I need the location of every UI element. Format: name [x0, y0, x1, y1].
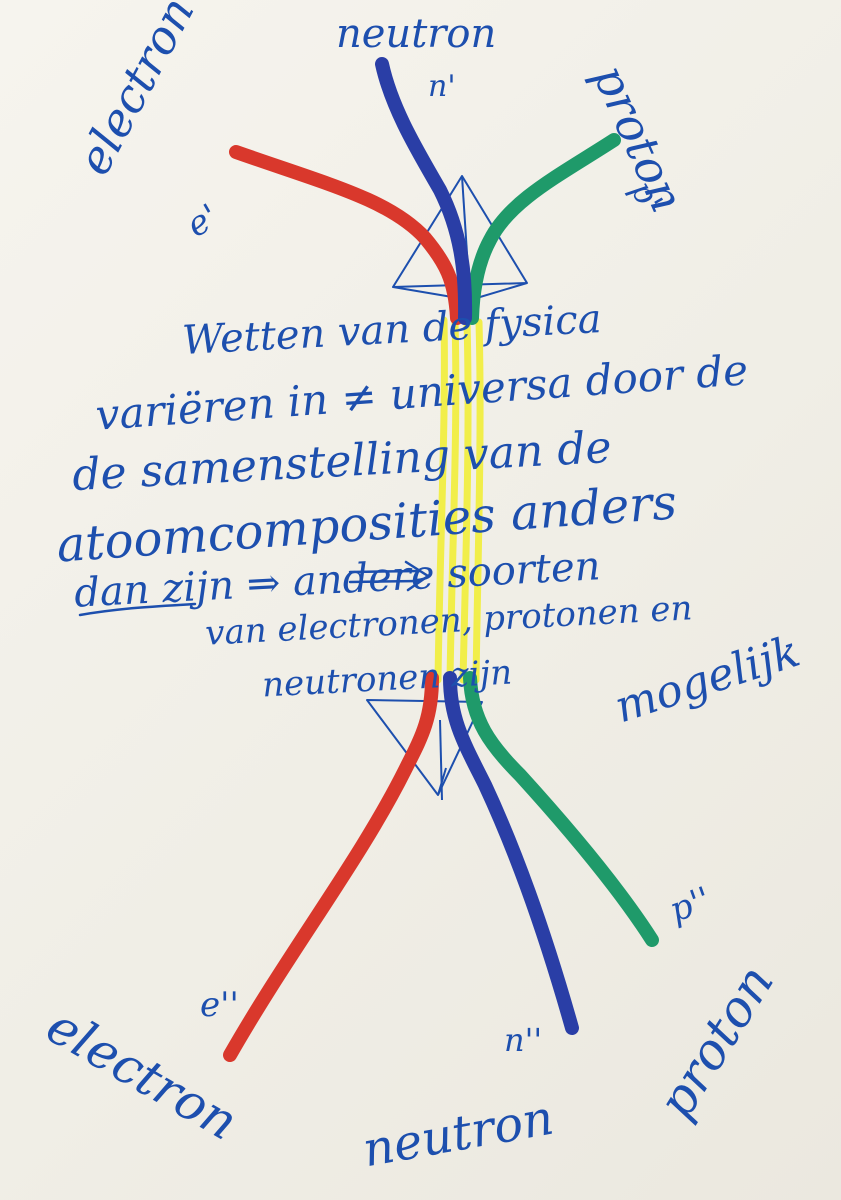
symbol-electron-bottom: e'': [200, 985, 239, 1025]
implies-arrow: [348, 560, 431, 592]
yellow-highlight-band: [434, 316, 484, 684]
proton-line-top: [465, 133, 621, 325]
underline-dan: [78, 602, 197, 617]
electron-line-top: [229, 145, 464, 325]
proton-line-bottom: [463, 671, 659, 947]
neutron-line-bottom: [443, 671, 579, 1035]
neutron-line-top: [375, 57, 473, 325]
label-neutron-top: neutron: [336, 11, 497, 57]
electron-line-bottom: [223, 671, 439, 1062]
symbol-neutron-bottom: n'': [504, 1021, 543, 1059]
symbol-neutron-top: n': [428, 69, 456, 104]
